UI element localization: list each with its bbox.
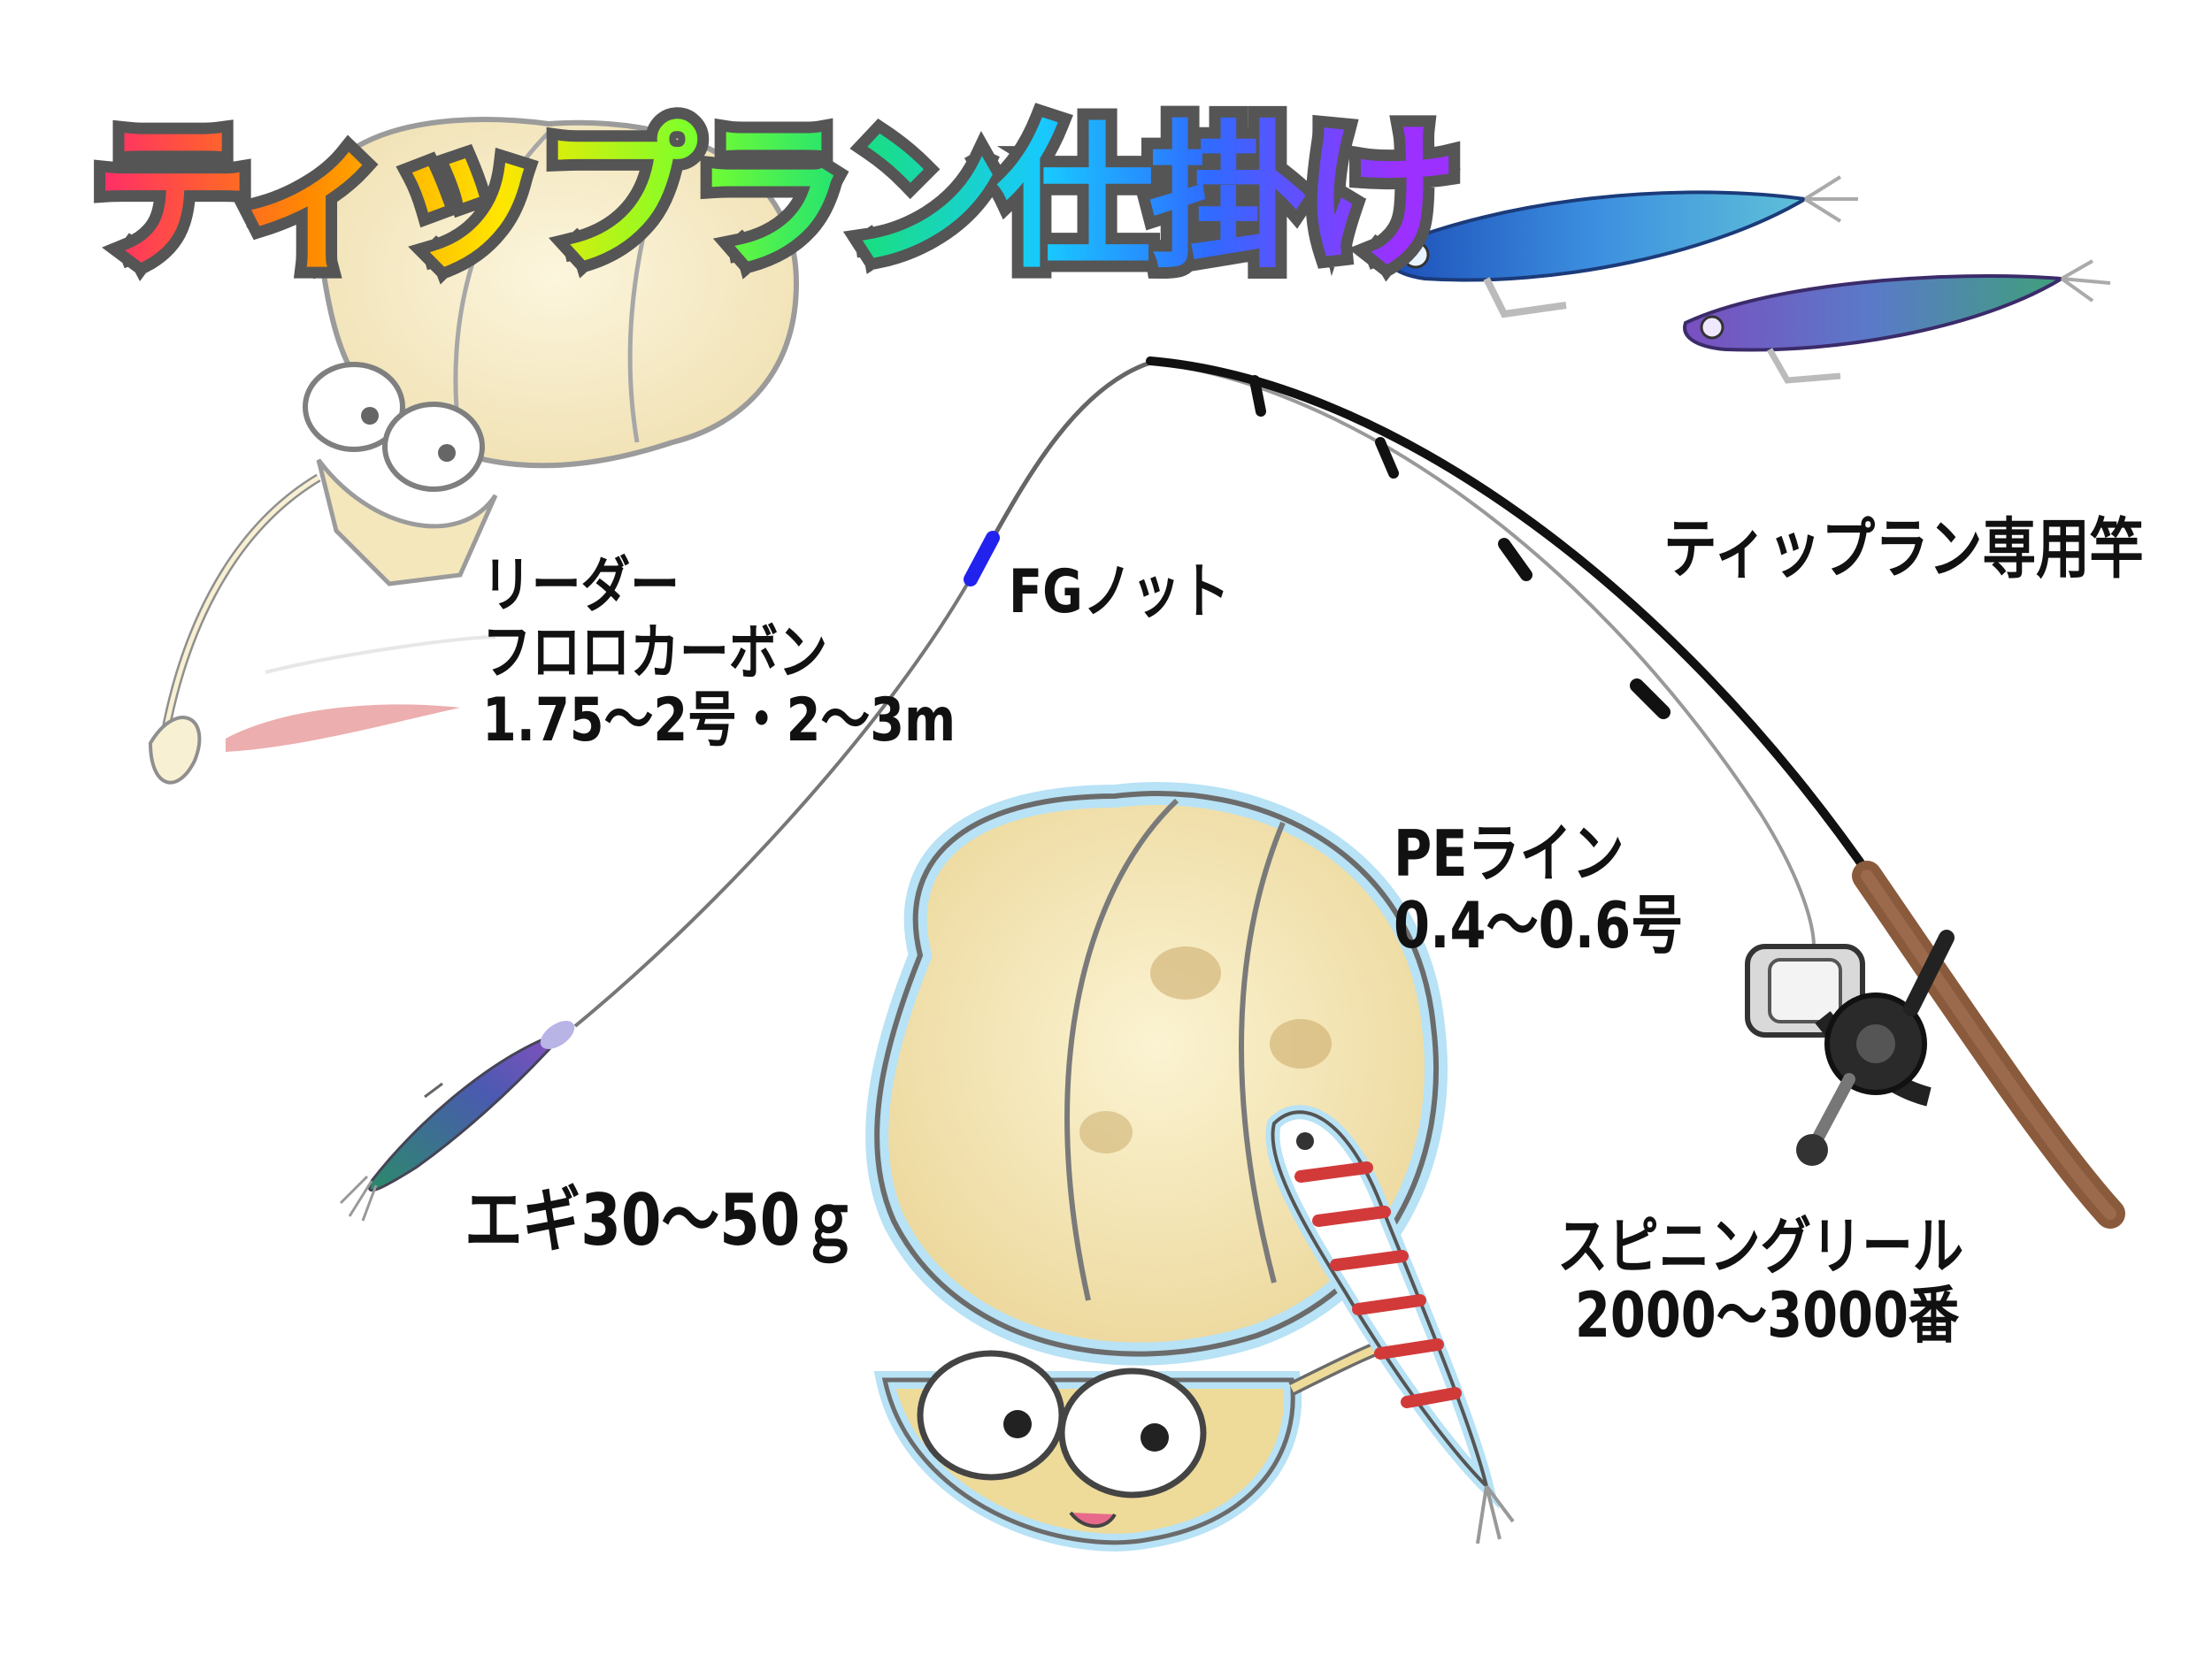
egi-lure-blue-icon xyxy=(1384,175,1858,318)
rod-label: ティップラン専用竿 xyxy=(1663,511,2144,587)
squid-small-icon xyxy=(148,117,800,785)
egi-lure-red-icon xyxy=(1265,1105,1515,1544)
fg-knot-marker xyxy=(964,531,1000,586)
page-title-outline: ティップラン仕掛け xyxy=(81,71,1470,301)
spinning-reel-icon xyxy=(1745,930,1955,1166)
fg-knot-label: FGノット xyxy=(1009,557,1231,627)
pe-line-label: PEライン 0.4～0.6号 xyxy=(1394,816,1684,962)
fishing-line xyxy=(573,360,1816,1028)
page-title: ティップラン仕掛け xyxy=(93,71,1458,298)
fishing-rod-icon xyxy=(1146,356,2125,1229)
egi-label: エギ30～50ｇ xyxy=(465,1179,858,1261)
egi-lure-icon xyxy=(339,1021,575,1222)
leader-label: リーダー フロロカーボン 1.75～2号・2～3m xyxy=(482,551,956,756)
reel-label: スピニングリール 2000～3000番 xyxy=(1557,1210,1964,1353)
egi-lure-purple-icon xyxy=(1683,259,2111,384)
